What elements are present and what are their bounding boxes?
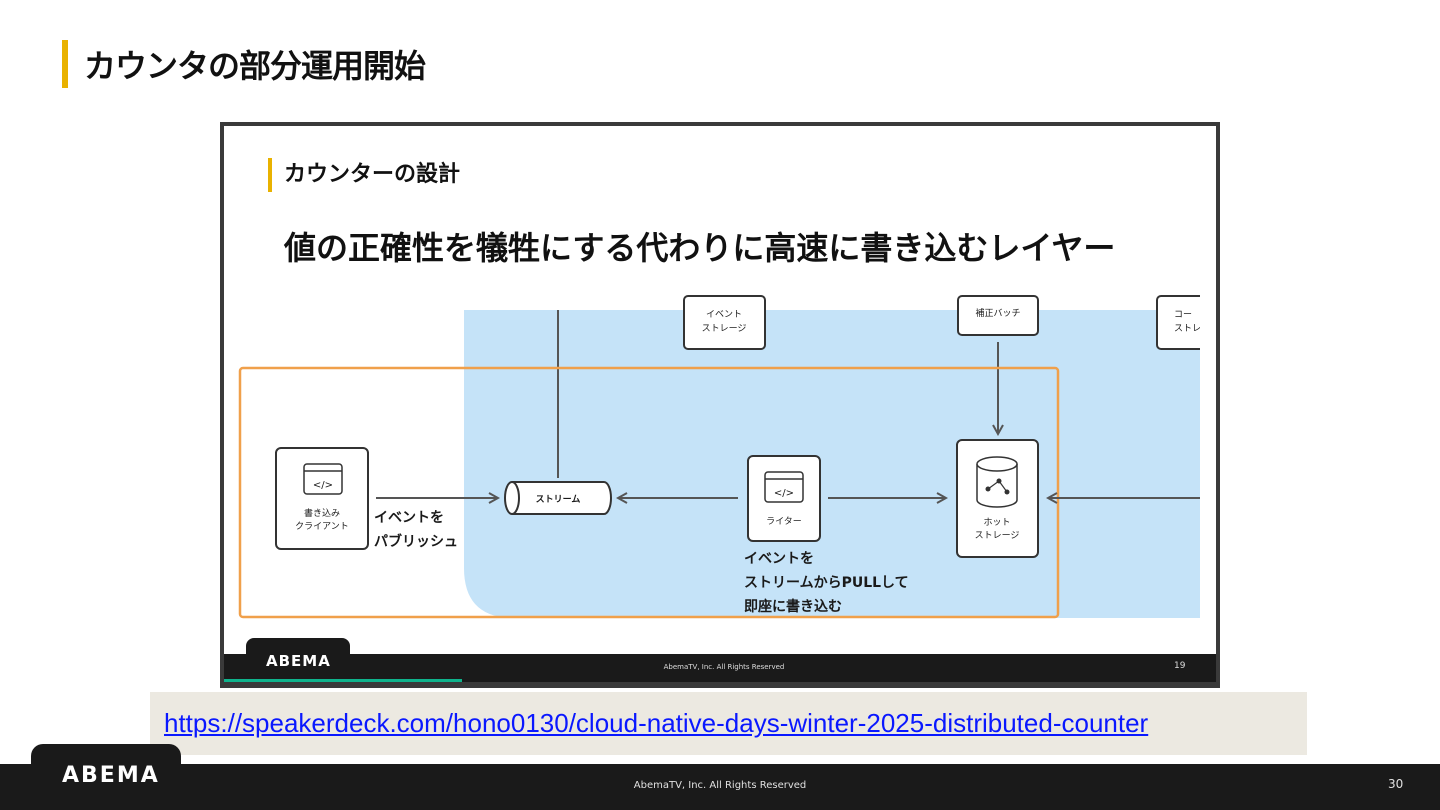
event-storage-label-line1: イベント [706,310,742,320]
stream-node: ストリーム [504,481,612,515]
stream-label: ストリーム [536,494,581,505]
publish-label-line1: イベントを [374,510,444,526]
pull-label-line2: ストリームからPULLして [744,575,909,591]
correction-batch-node: 補正バッチ [957,295,1039,336]
write-client-node: </> 書き込み クライアント [275,447,369,550]
embedded-progress-bar [224,679,462,682]
embedded-title-accent-bar [268,158,272,192]
highlight-box [238,366,1060,619]
processing-region [464,310,1200,618]
event-storage-node: イベント ストレージ [683,295,766,350]
footer-logo-tab [31,744,181,810]
write-client-label-line2: クライアント [295,521,349,532]
abema-logo: ABEMA [62,763,160,788]
publish-label-line2: パブリッシュ [374,533,458,550]
page-number: 30 [1388,777,1404,791]
architecture-diagram: イベント ストレージ 補正バッチ コー ストレ [238,286,1216,626]
embedded-slide-headline: 値の正確性を犠牲にする代わりに高速に書き込むレイヤー [284,229,1116,267]
embedded-logo-tab [246,638,350,668]
hot-storage-label-line2: ストレージ [975,531,1020,541]
slide-footer [0,764,1440,810]
title-accent-bar [62,40,68,88]
cold-storage-label-line2: ストレ [1174,324,1201,334]
writer-node: </> ライター [747,455,821,542]
pull-label-line1: イベントを [744,551,814,567]
embedded-slide-title: カウンターの設計 [284,162,461,187]
write-client-label-line1: 書き込み [304,507,340,519]
embedded-copyright: AbemaTV, Inc. All Rights Reserved [663,663,785,671]
embedded-page-number: 19 [1174,661,1186,671]
hot-storage-label-line1: ホット [983,517,1010,528]
speakerdeck-link[interactable]: https://speakerdeck.com/hono0130/cloud-n… [164,708,1149,738]
correction-batch-label: 補正バッチ [975,307,1020,319]
page-title: カウンタの部分運用開始 [84,47,426,85]
embedded-abema-logo: ABEMA [266,652,331,670]
cold-storage-label-line1: コー [1174,310,1192,320]
hot-storage-node: ホット ストレージ [956,439,1039,558]
code-icon: </> [313,480,333,491]
embedded-slide-image: カウンターの設計 値の正確性を犠牲にする代わりに高速に書き込むレイヤー イベント… [220,122,1220,688]
embedded-slide-canvas: カウンターの設計 値の正確性を犠牲にする代わりに高速に書き込むレイヤー イベント… [224,126,1216,682]
embedded-slide-footer [224,654,1216,682]
writer-label: ライター [766,516,802,527]
event-storage-label-line2: ストレージ [702,324,747,334]
footer-copyright: AbemaTV, Inc. All Rights Reserved [633,780,807,791]
pull-label-line3: 即座に書き込む [744,598,842,615]
link-box: https://speakerdeck.com/hono0130/cloud-n… [150,692,1307,755]
code-icon: </> [774,488,794,499]
